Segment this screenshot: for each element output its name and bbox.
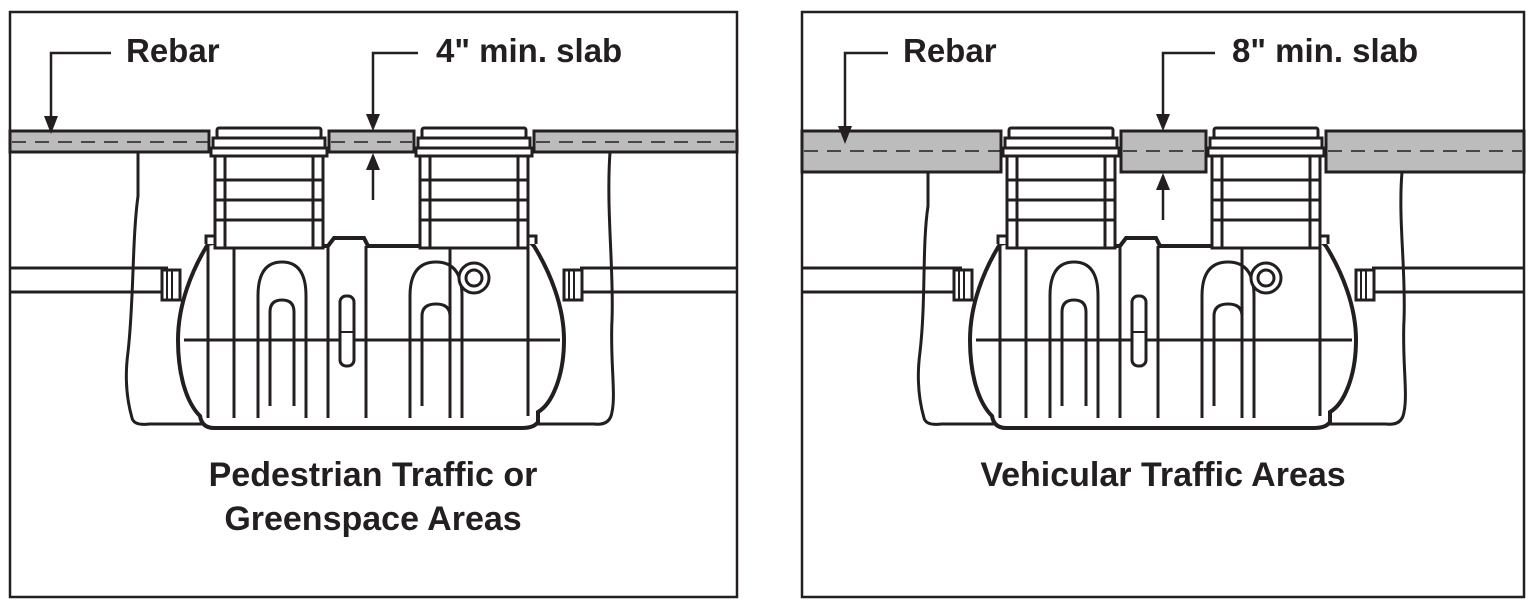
- slab-arrowhead-up: [1156, 173, 1170, 190]
- pedestrian-panel: Rebar 4" min. slab Pedestrian Traffic or…: [8, 10, 739, 599]
- slab-arrowhead-down: [366, 114, 380, 131]
- concrete-slab: [8, 129, 739, 154]
- caption-line-1: Vehicular Traffic Areas: [980, 456, 1345, 494]
- caption-line-2: Greenspace Areas: [224, 500, 521, 538]
- riser-left: [209, 126, 329, 250]
- slab-leader: [1161, 51, 1215, 116]
- slab-arrowhead-up: [366, 153, 380, 170]
- rebar-label: Rebar: [126, 32, 220, 69]
- slab-thickness-label: 4" min. slab: [436, 32, 622, 69]
- riser-left: [1001, 126, 1121, 250]
- slab-arrowhead-down: [1156, 114, 1170, 131]
- rebar-arrowhead: [44, 116, 58, 134]
- inlet-pipe: [802, 266, 962, 294]
- septic-tank: [160, 234, 584, 430]
- rebar-leader: [49, 51, 111, 118]
- riser-right: [414, 126, 534, 250]
- rebar-label: Rebar: [903, 32, 997, 69]
- outlet-pipe: [580, 266, 737, 294]
- slab-thickness-label: 8" min. slab: [1232, 32, 1418, 69]
- vehicular-panel: Rebar 8" min. slab Vehicular Traffic Are…: [800, 10, 1526, 599]
- rebar-arrowhead: [838, 126, 852, 144]
- outlet-pipe: [1372, 266, 1524, 294]
- caption-line-1: Pedestrian Traffic or: [209, 456, 538, 494]
- concrete-slab: [800, 129, 1526, 174]
- riser-right: [1206, 126, 1326, 250]
- inlet-pipe: [10, 266, 168, 294]
- slab-leader: [371, 51, 418, 116]
- septic-tank: [952, 234, 1376, 430]
- rebar-leader: [843, 51, 888, 128]
